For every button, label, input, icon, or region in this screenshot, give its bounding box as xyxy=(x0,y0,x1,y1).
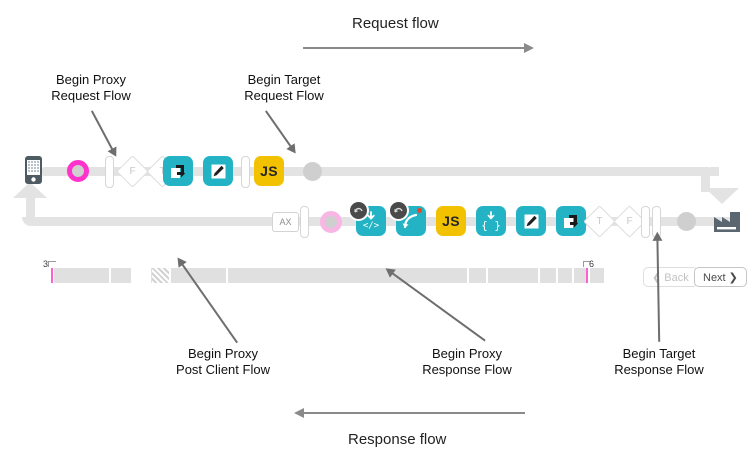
request-flow-title: Request flow xyxy=(352,15,439,32)
annotation-begin-target-response: Begin Target Response Flow xyxy=(614,346,704,377)
timeline-label-left: 3 xyxy=(43,259,49,269)
timeline-segment[interactable] xyxy=(488,268,538,283)
target-endpoint-icon[interactable] xyxy=(712,209,742,233)
attachment-badge-icon[interactable] xyxy=(348,200,369,221)
annotation-begin-target-request: Begin Target Request Flow xyxy=(244,72,324,103)
client-device-icon[interactable] xyxy=(24,155,43,185)
timeline-segment[interactable] xyxy=(590,268,604,283)
timeline-tick-right xyxy=(583,261,591,267)
request-rail-arrowhead xyxy=(705,188,739,204)
request-flow-bar-start[interactable] xyxy=(105,156,114,188)
request-flow-arrow xyxy=(303,43,534,53)
timeline-track[interactable] xyxy=(0,268,755,283)
svg-text:{ }: { } xyxy=(481,219,501,232)
annotation-begin-proxy-response: Begin Proxy Response Flow xyxy=(422,346,512,377)
response-flow-end-circle[interactable] xyxy=(677,212,696,231)
error-indicator-dot xyxy=(417,208,422,213)
condition-label: F xyxy=(128,166,136,177)
timeline-segment[interactable] xyxy=(469,268,486,283)
timeline-segment[interactable] xyxy=(171,268,226,283)
ax-analytics-node[interactable]: AX xyxy=(272,212,299,232)
request-flow-bar-mid[interactable] xyxy=(241,156,250,188)
pointer-begin-proxy-request xyxy=(91,110,114,151)
next-button[interactable]: Next ❯ xyxy=(694,267,747,287)
assign-message-policy-response[interactable] xyxy=(516,206,546,236)
pointer-begin-target-request xyxy=(265,110,292,148)
response-rail-arrowhead xyxy=(13,182,47,198)
condition-label: T xyxy=(595,216,603,227)
response-flow-bar-start[interactable] xyxy=(300,206,309,238)
policy-label: JS xyxy=(260,163,278,179)
response-flow-bar-1[interactable] xyxy=(641,206,650,238)
request-rail-corner-fill xyxy=(710,167,719,176)
route-policy-response[interactable] xyxy=(556,206,586,236)
timeline-label-right: 6 xyxy=(589,259,595,269)
request-rail xyxy=(42,167,710,176)
condition-label: F xyxy=(625,216,633,227)
flow-start-ring[interactable] xyxy=(67,160,89,182)
pointer-begin-target-response xyxy=(656,239,660,342)
timeline-segment[interactable] xyxy=(574,268,588,283)
response-flow-title: Response flow xyxy=(348,431,447,448)
route-policy-request[interactable] xyxy=(163,156,193,186)
javascript-policy-response[interactable]: JS xyxy=(436,206,466,236)
timeline-segment[interactable] xyxy=(228,268,467,283)
timeline-hatched-segment xyxy=(152,268,169,283)
svg-text:</>: </> xyxy=(363,221,380,231)
post-client-ring[interactable] xyxy=(320,211,342,233)
timeline-segment[interactable] xyxy=(540,268,556,283)
response-rail xyxy=(40,217,740,226)
response-flow-arrow xyxy=(294,408,525,418)
response-rail-corner xyxy=(22,217,44,226)
timeline-segment[interactable] xyxy=(558,268,572,283)
ax-label: AX xyxy=(272,212,299,232)
timeline-segment[interactable] xyxy=(111,268,131,283)
request-flow-end-circle[interactable] xyxy=(303,162,322,181)
javascript-policy-request[interactable]: JS xyxy=(254,156,284,186)
annotation-begin-proxy-post-client: Begin Proxy Post Client Flow xyxy=(176,346,270,377)
policy-label: JS xyxy=(442,213,460,229)
response-rail-vert xyxy=(26,196,35,221)
attachment-badge-icon[interactable] xyxy=(388,200,409,221)
request-rail-corner xyxy=(701,167,710,192)
back-button[interactable]: ❮ Back xyxy=(643,267,698,287)
annotation-begin-proxy-request: Begin Proxy Request Flow xyxy=(51,72,131,103)
timeline-marker-left[interactable] xyxy=(51,268,53,283)
timeline-segment[interactable] xyxy=(54,268,109,283)
timeline-tick-left xyxy=(48,261,56,267)
timeline-marker-right[interactable] xyxy=(586,268,588,283)
json-policy[interactable]: { } xyxy=(476,206,506,236)
assign-message-policy-request[interactable] xyxy=(203,156,233,186)
